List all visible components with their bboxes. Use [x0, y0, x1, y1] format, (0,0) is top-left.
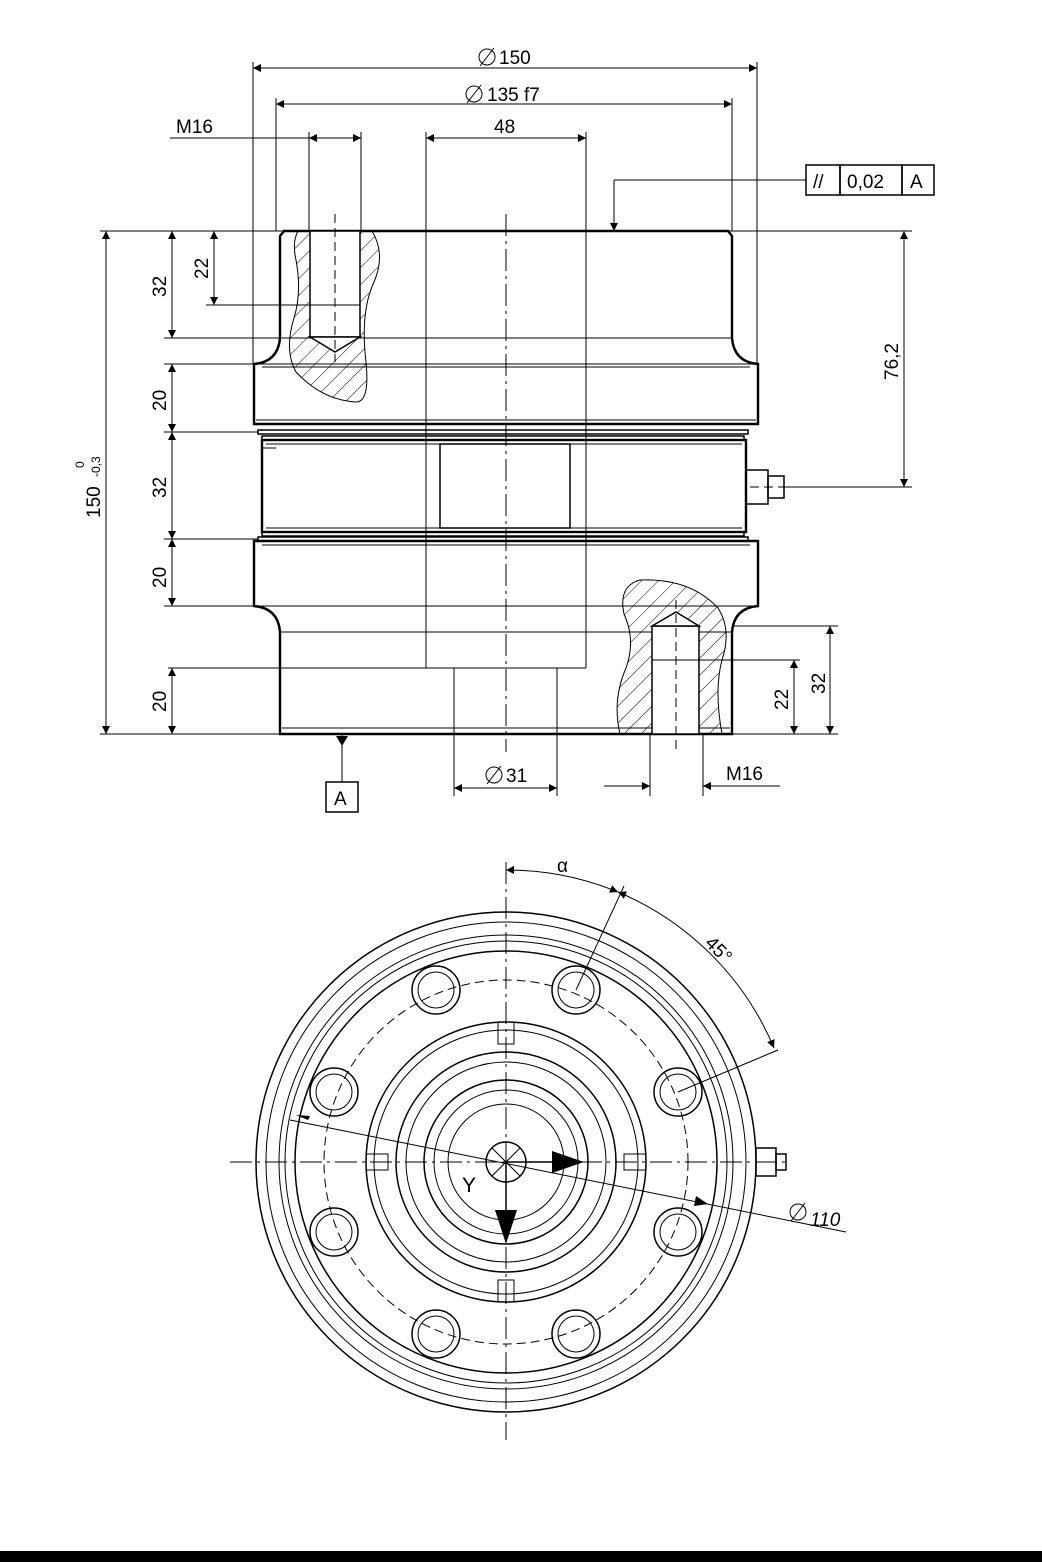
dia-symbol	[485, 766, 503, 784]
angle-45: 45°	[700, 933, 735, 968]
bolt-hole	[309, 1207, 359, 1257]
tol-upper: 0	[73, 461, 87, 468]
datum-a-label: A	[334, 789, 347, 810]
dim-22-top: 22	[192, 258, 213, 279]
dim-48: 48	[494, 117, 515, 138]
dim-dia31: 31	[506, 766, 527, 787]
dim-m16-top: M16	[176, 117, 213, 138]
axis-y-label: Y	[462, 1174, 476, 1197]
bolt-hole	[411, 1309, 461, 1359]
bolt-hole	[309, 1067, 359, 1117]
dia-symbol	[478, 48, 496, 66]
dim-20-upper: 20	[150, 390, 171, 411]
dim-m16-bottom: M16	[726, 764, 763, 785]
gdt-value: 0,02	[847, 172, 884, 193]
bolt-hole	[411, 965, 461, 1015]
dim-150-overall: 150	[84, 486, 105, 518]
dim-20-lower: 20	[150, 567, 171, 588]
dia-symbol	[789, 1203, 807, 1221]
dim-dia150: 150	[499, 48, 531, 69]
bolt-hole	[653, 1207, 703, 1257]
dim-20-bottom: 20	[150, 691, 171, 712]
dim-32-middle: 32	[150, 477, 171, 498]
dim-22-bottom: 22	[772, 689, 793, 710]
dim-dia135: 135 f7	[487, 85, 540, 106]
side-view: 150 135 f7 M16 48 // 0,02 A 32 22 20	[73, 47, 935, 813]
dim-32-top: 32	[150, 276, 171, 297]
bolt-hole	[551, 1309, 601, 1359]
angle-alpha: α	[557, 856, 568, 877]
bolt-hole	[551, 965, 601, 1015]
gdt-frame: // 0,02 A	[610, 164, 935, 231]
tol-lower: -0,3	[89, 456, 103, 477]
bolt-hole	[653, 1067, 703, 1117]
gdt-datum: A	[910, 172, 923, 193]
top-view: Y 110 α 45°	[230, 856, 847, 1440]
dim-32-bottom: 32	[809, 673, 830, 694]
dim-dia110: 110	[810, 1210, 841, 1231]
dim-76-2: 76,2	[882, 343, 903, 380]
bottom-border-bar	[0, 1551, 1042, 1562]
dia-symbol	[465, 85, 483, 103]
gdt-parallel-symbol: //	[813, 172, 824, 193]
